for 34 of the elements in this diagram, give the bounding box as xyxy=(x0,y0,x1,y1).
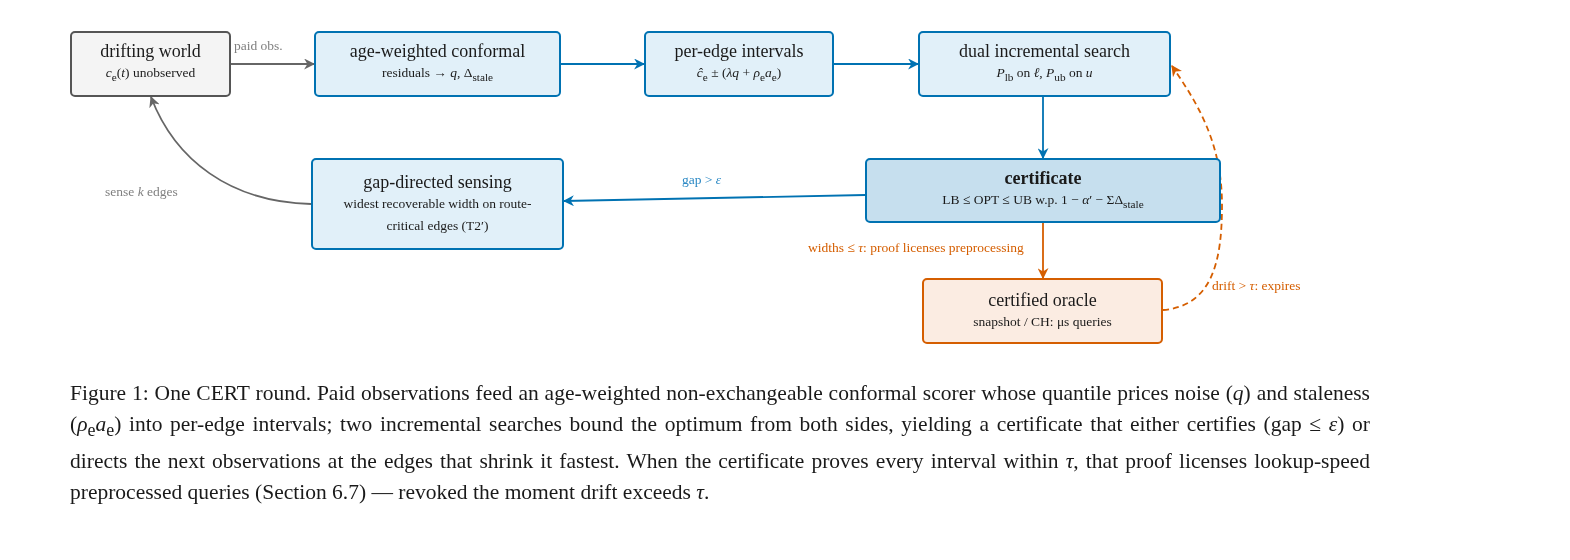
figure-caption: Figure 1: One CERT round. Paid observations feed an age-weighted non-exchangeable conformal scorer whose quantile prices noise (q) and staleness (ρ$_{e}$a$_{e}$) into per-edge intervals; two incremental searches bound the optimum from both sides, yielding a certificate that either certifies (gap ≤ ε) or directs the next observations at the edges that shrink it fastest. When the certificate proves every interval within τ, that proof licenses lookup-speed preprocessed queries (Section 6.7) — revoked the moment drift exceeds τ. xyxy=(70,380,1370,507)
arrow xyxy=(833,58,920,70)
node-title: certified oracle xyxy=(988,289,1097,311)
edge-label: drift > τ: expires xyxy=(1212,278,1301,294)
arrow xyxy=(560,58,646,70)
node-description: ĉ$_{e}$ ± (λq + ρ$_{e}$a$_{e}$) xyxy=(696,64,782,85)
arrow xyxy=(149,96,312,205)
node-description: snapshot / CH: μs queries xyxy=(973,313,1112,331)
node-title: age-weighted conformal xyxy=(349,40,526,63)
arrow xyxy=(1037,96,1049,160)
process-box xyxy=(70,31,231,97)
node-title: gap-directed sensing xyxy=(363,171,512,193)
node-description: residuals → q, Δ$_{stale}$ xyxy=(381,64,494,85)
oracle-box xyxy=(922,278,1163,344)
certificate-box xyxy=(865,158,1221,223)
arrow xyxy=(1162,65,1223,311)
node-title: per-edge intervals xyxy=(674,40,804,63)
node-title: drifting world xyxy=(100,40,201,63)
node-description: widest recoverable width on route-critical edges (T2′) xyxy=(342,195,533,235)
arrow xyxy=(562,194,866,207)
node-description: P$_{lb}$ on ℓ, P$_{ub}$ on u xyxy=(996,64,1093,85)
node-description: LB ≤ OPT ≤ UB w.p. 1 − α′ − ΣΔ$_{stale}$ xyxy=(942,190,1144,212)
node-title: certificate xyxy=(1004,166,1082,189)
node-title: dual incremental search xyxy=(959,40,1130,63)
arrow xyxy=(1037,222,1049,280)
node-description: c$_{e}$(t) unobserved xyxy=(105,64,196,85)
process-box xyxy=(314,31,561,97)
edge-label: widths ≤ τ: proof licenses preprocessing xyxy=(808,240,1024,256)
edge-label: paid obs. xyxy=(234,38,283,54)
process-box xyxy=(311,158,564,250)
process-box xyxy=(644,31,834,97)
edge-label: sense k edges xyxy=(105,184,178,200)
arrow xyxy=(230,58,316,70)
process-box xyxy=(918,31,1171,97)
